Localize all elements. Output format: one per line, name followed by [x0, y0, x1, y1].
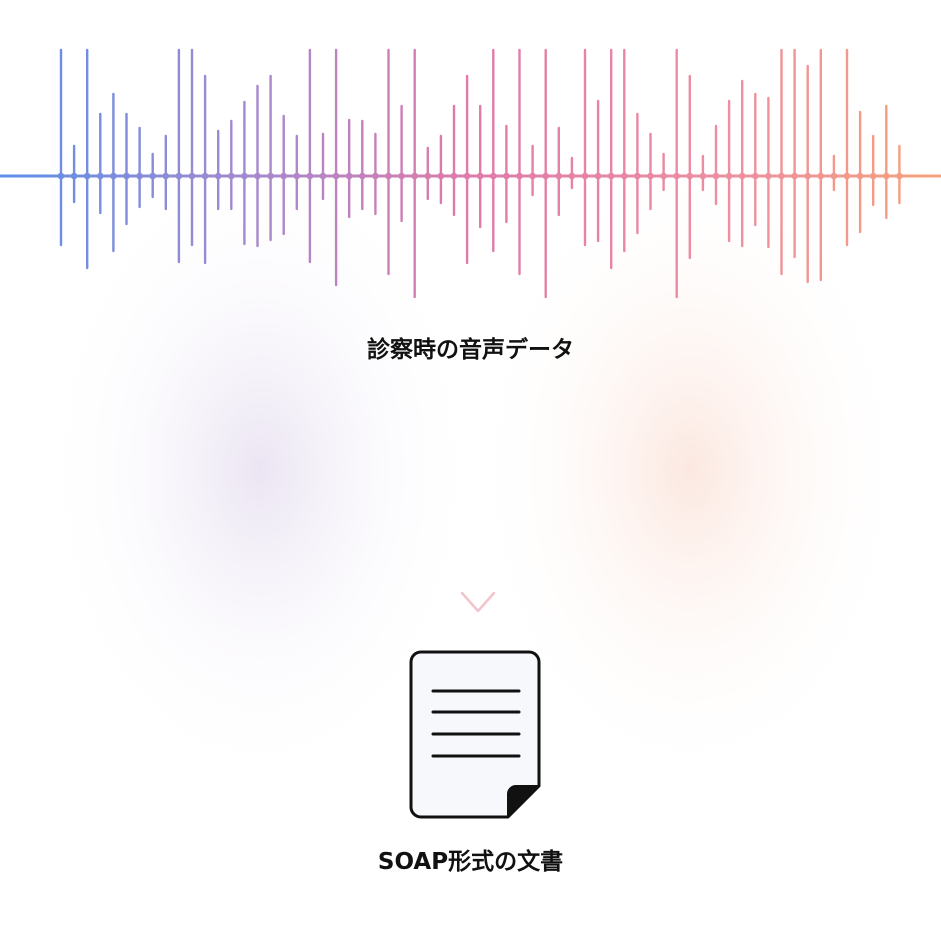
waveform-node [188, 172, 196, 180]
waveform-node [883, 172, 890, 180]
waveform-node [83, 172, 91, 180]
waveform-node [607, 172, 615, 180]
waveform-node [699, 172, 707, 180]
waveform-node [555, 172, 563, 180]
waveform-node [856, 172, 864, 180]
waveform-node [450, 172, 458, 180]
waveform-node [267, 172, 274, 180]
waveform-node [398, 172, 405, 180]
waveform-node [843, 172, 851, 180]
input-label: 診察時の音声データ [367, 337, 574, 363]
waveform-node [57, 172, 65, 180]
waveform-node [765, 172, 772, 180]
waveform-node [293, 172, 301, 180]
waveform-node [332, 172, 340, 180]
waveform-node [175, 172, 183, 180]
waveform-bars [57, 48, 903, 299]
waveform-node [804, 172, 811, 180]
waveform-node [725, 172, 733, 180]
output-label: SOAP形式の文書 [377, 849, 564, 875]
waveform-node [306, 172, 314, 180]
waveform-node [228, 172, 235, 180]
waveform-node [634, 172, 641, 180]
waveform-node [359, 172, 366, 180]
waveform-node [673, 172, 680, 180]
waveform-node [280, 172, 288, 180]
waveform-node [476, 172, 484, 180]
waveform-node [896, 172, 903, 180]
waveform-node [712, 172, 720, 180]
waveform-node [201, 172, 209, 180]
waveform-node [516, 172, 523, 180]
document-icon [409, 650, 541, 819]
waveform-node [162, 172, 170, 180]
waveform-node [424, 172, 432, 180]
waveform-node [463, 172, 471, 180]
waveform-node [778, 172, 785, 180]
waveform-node [738, 172, 746, 180]
waveform-node [437, 172, 445, 180]
waveform-node [214, 172, 222, 180]
waveform-node [529, 172, 536, 180]
waveform-node [647, 172, 654, 180]
waveform-node [594, 172, 602, 180]
glow-right [470, 150, 910, 790]
waveform-node [869, 172, 877, 180]
waveform-node [136, 172, 143, 180]
waveform-node [372, 172, 379, 180]
waveform-node [542, 172, 549, 180]
waveform-node [97, 172, 104, 180]
waveform-node [791, 172, 798, 180]
waveform-node [411, 172, 419, 180]
arrow-down-icon [460, 405, 496, 613]
waveform-node [70, 172, 78, 180]
waveform-node [241, 172, 248, 180]
waveform-node [123, 172, 130, 180]
waveform-node [110, 172, 117, 180]
waveform-node [149, 172, 156, 180]
waveform-node [660, 172, 667, 180]
waveform-node [686, 172, 694, 180]
waveform-node [568, 172, 576, 180]
audio-waveform-icon [0, 48, 941, 299]
waveform-node [345, 172, 353, 180]
glow-left [40, 150, 480, 790]
waveform-node [621, 172, 628, 180]
arrow-head [460, 591, 496, 613]
waveform-node [319, 172, 327, 180]
waveform-node [817, 172, 825, 180]
waveform-node [385, 172, 392, 180]
waveform-node [503, 172, 510, 180]
waveform-node [490, 172, 497, 180]
waveform-node [254, 172, 261, 180]
document-fold [507, 785, 540, 818]
waveform-node [752, 172, 759, 180]
waveform-node [581, 172, 589, 180]
waveform-node [830, 172, 838, 180]
